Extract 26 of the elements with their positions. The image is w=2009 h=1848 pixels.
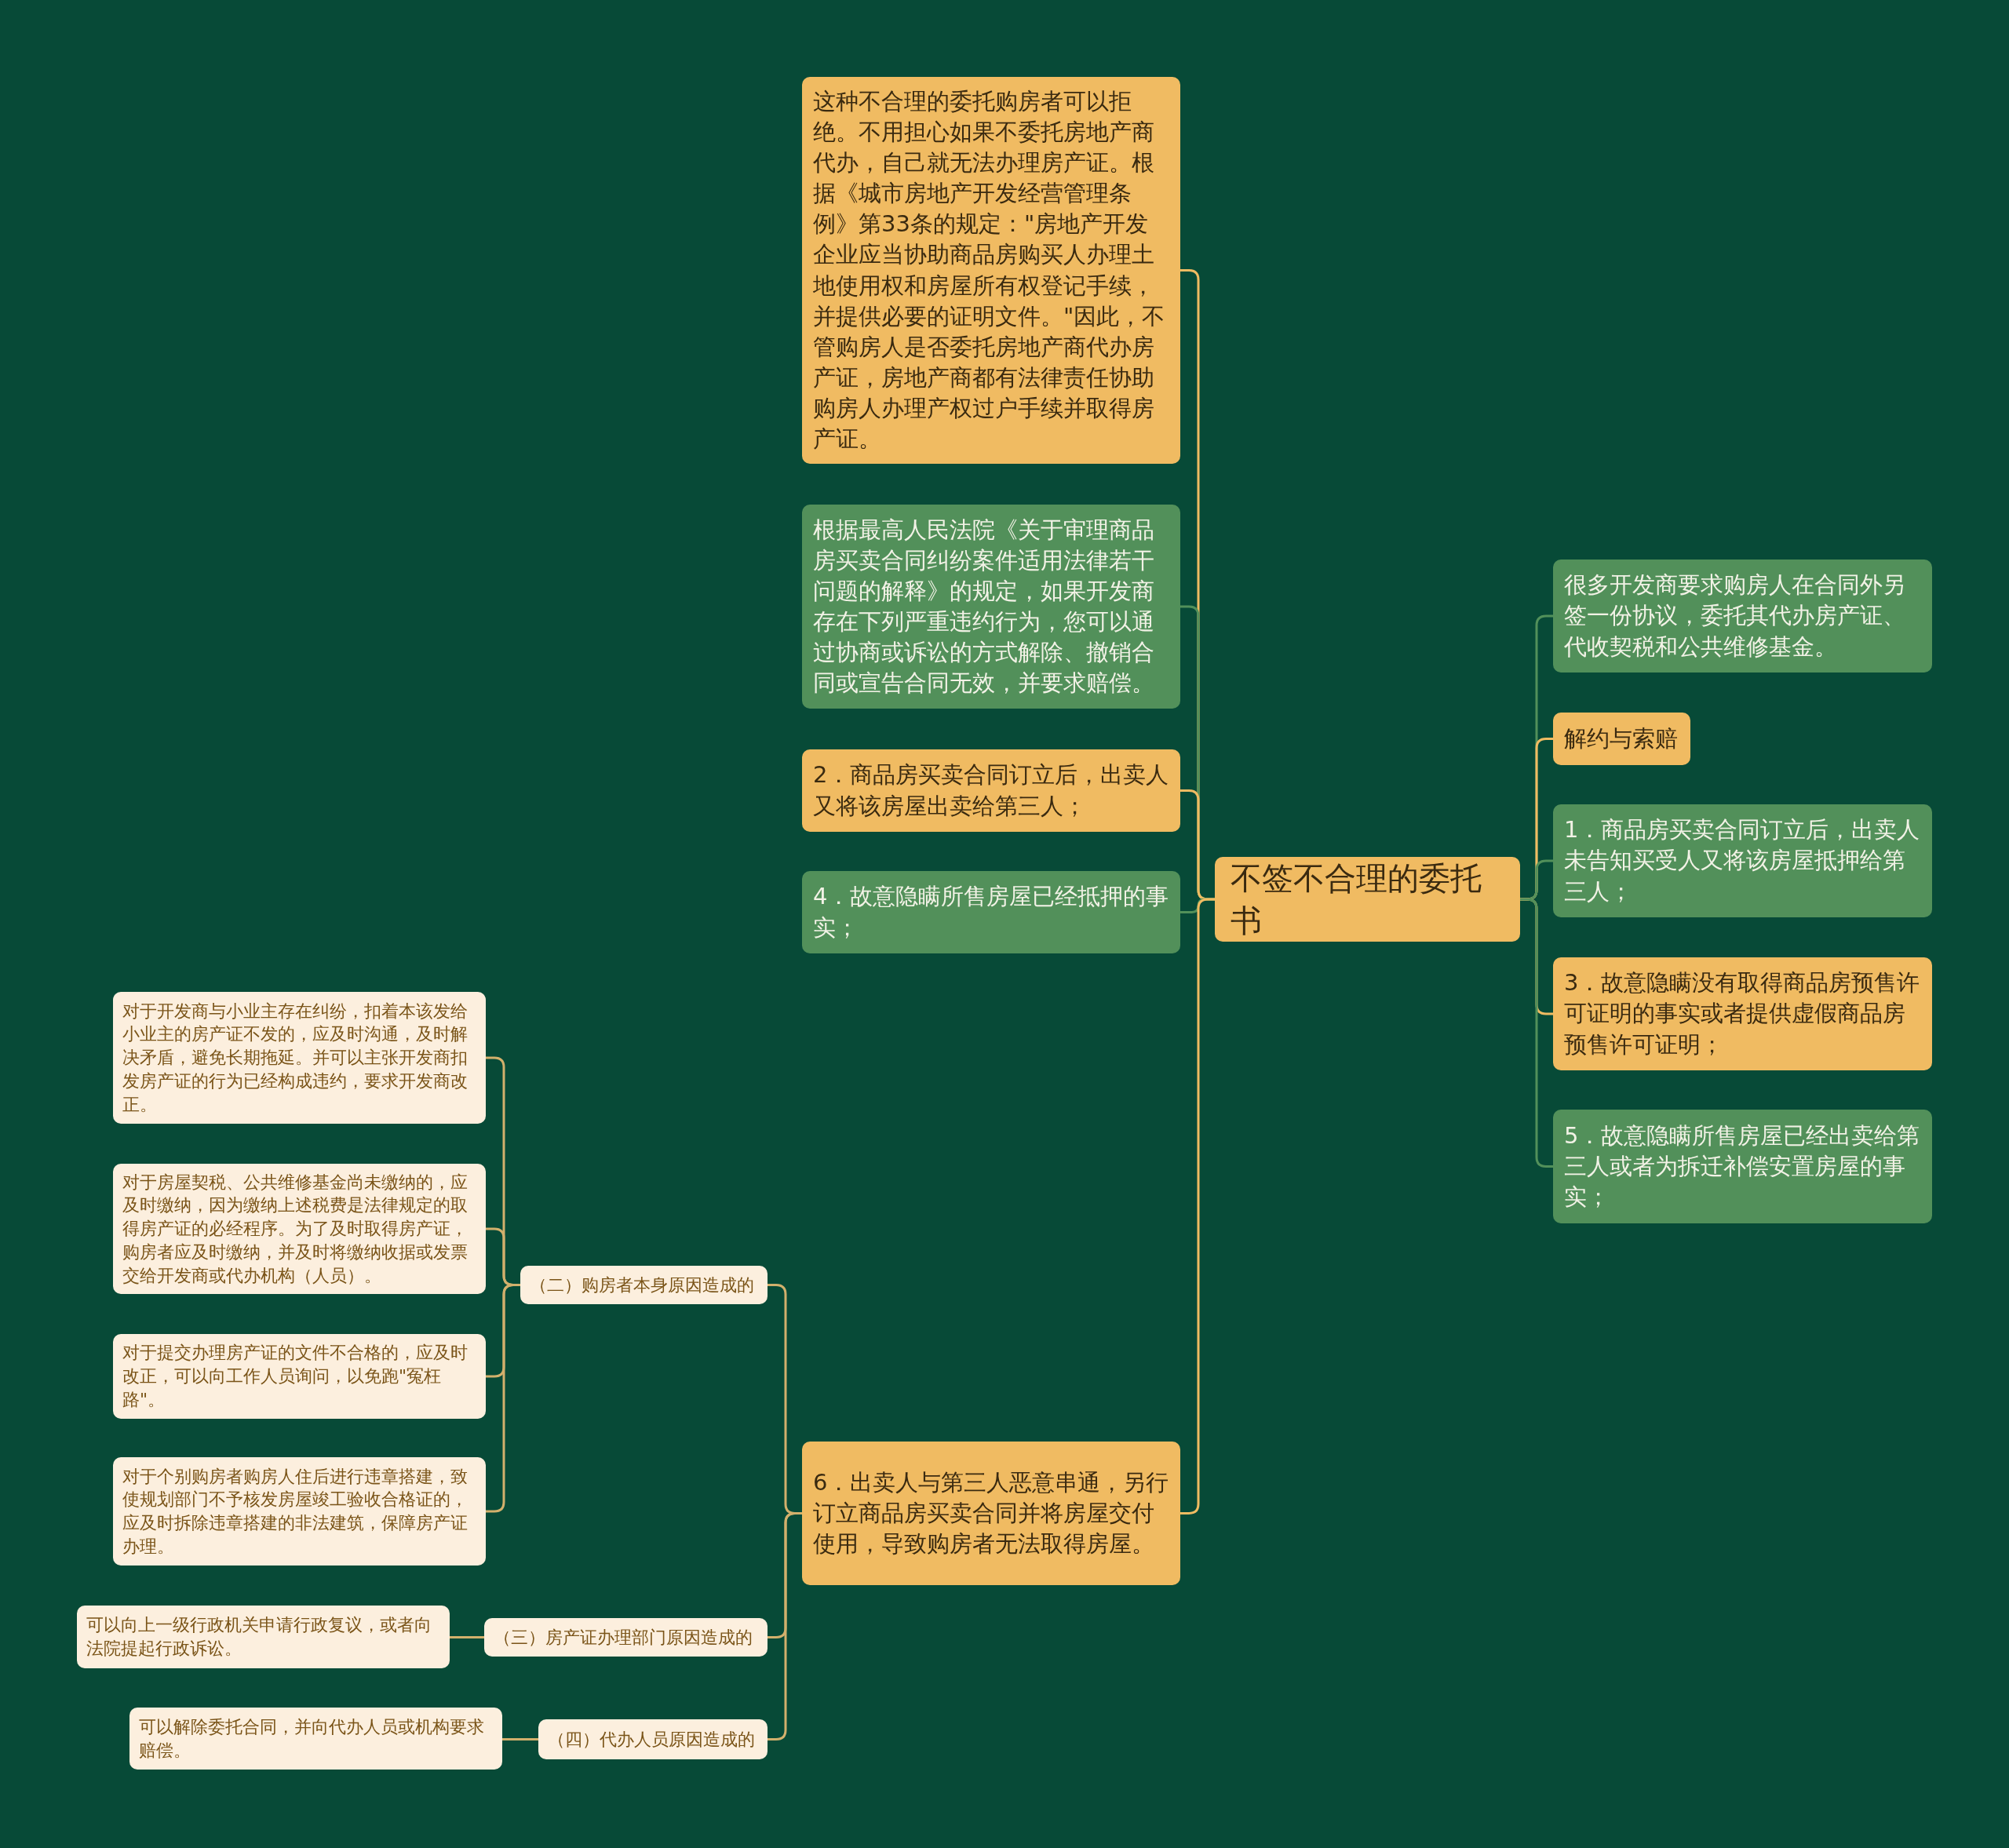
topic-box: 1．商品房买卖合同订立后，出卖人未告知买受人又将该房屋抵押给第三人； [1553, 804, 1932, 917]
connector-line [768, 1512, 802, 1740]
connector-line [502, 1738, 538, 1740]
topic-box: 可以解除委托合同，并向代办人员或机构要求赔偿。 [129, 1708, 502, 1770]
topic-box: 这种不合理的委托购房者可以拒绝。不用担心如果不委托房地产商代办，自己就无法办理房产证。根据《城市房地产开发经营管理条例》第33条的规定："房地产开发企业应当协助商品房购买人办理土地使用权和房屋所有权登记手续，并提供必要的证明文件。"因此，不管购房人是否委托房地产商代办房产证，房地产商都有法律责任协助购房人办理产权过户手续并取得房产证。 [802, 77, 1180, 464]
topic-box: 很多开发商要求购房人在合同外另签一份协议，委托其代办房产证、代收契税和公共维修基金。 [1553, 560, 1932, 672]
connector-line [1180, 898, 1215, 1514]
topic-box: 4．故意隐瞒所售房屋已经抵押的事实； [802, 871, 1180, 953]
topic-box: 对于个别购房者购房人住后进行违章搭建，致使规划部门不予核发房屋竣工验收合格证的，应及时拆除违章搭建的非法建筑，保障房产证办理。 [113, 1457, 486, 1566]
topic-box: 3．故意隐瞒没有取得商品房预售许可证明的事实或者提供虚假商品房预售许可证明； [1553, 957, 1932, 1070]
topic-box: 对于房屋契税、公共维修基金尚未缴纳的，应及时缴纳，因为缴纳上述税费是法律规定的取得房产证的必经程序。为了及时取得房产证，购房者应及时缴纳，并及时将缴纳收据或发票交给开发商或代办机构（人员）。 [113, 1164, 486, 1294]
topic-box: （二）购房者本身原因造成的 [520, 1266, 768, 1304]
topic-box: 5．故意隐瞒所售房屋已经出卖给第三人或者为拆迁补偿安置房屋的事实； [1553, 1110, 1932, 1223]
topic-box: 不签不合理的委托书 [1215, 857, 1520, 942]
topic-box: （三）房产证办理部门原因造成的 [484, 1618, 768, 1657]
topic-box: 解约与索赔 [1553, 713, 1690, 765]
connector-line [1520, 898, 1553, 1168]
topic-box: 可以向上一级行政机关申请行政复议，或者向法院提起行政诉讼。 [77, 1606, 450, 1668]
topic-box: 根据最高人民法院《关于审理商品房买卖合同纠纷案件适用法律若干问题的解释》的规定，如果开发商存在下列严重违约行为，您可以通过协商或诉讼的方式解除、撤销合同或宣告合同无效，并要求赔偿。 [802, 505, 1180, 709]
connector-line [450, 1636, 484, 1638]
topic-box: 6．出卖人与第三人恶意串通，另行订立商品房买卖合同并将房屋交付使用，导致购房者无法取得房屋。 [802, 1442, 1180, 1585]
topic-box: 对于提交办理房产证的文件不合格的，应及时改正，可以向工作人员询问，以免跑"冤枉路"。 [113, 1334, 486, 1419]
connector-line [486, 1284, 520, 1513]
topic-box: 2．商品房买卖合同订立后，出卖人又将该房屋出卖给第三人； [802, 749, 1180, 832]
topic-box: （四）代办人员原因造成的 [538, 1719, 768, 1759]
topic-box: 对于开发商与小业主存在纠纷，扣着本该发给小业主的房产证不发的，应及时沟通，及时解决矛盾，避免长期拖延。并可以主张开发商扣发房产证的行为已经构成违约，要求开发商改正。 [113, 992, 486, 1124]
